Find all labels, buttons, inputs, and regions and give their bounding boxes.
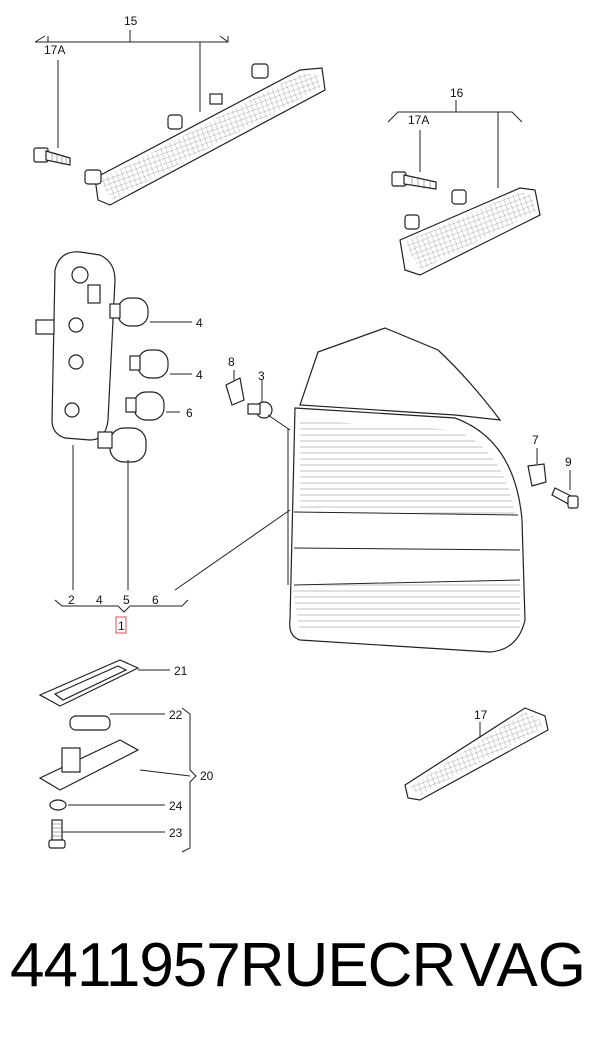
label-16: 16: [450, 86, 464, 100]
label-21: 21: [174, 664, 188, 678]
brand-label: VAG: [459, 931, 586, 1000]
washer-24: [49, 799, 67, 811]
bulbs: [97, 297, 169, 463]
label-22: 22: [169, 708, 183, 722]
label-3: 3: [258, 369, 265, 383]
bracket-16: [387, 111, 523, 123]
bracket-15: [35, 36, 229, 43]
label-4-lower: 4: [196, 368, 203, 382]
bulb-socket-3: [247, 401, 273, 419]
label-6: 6: [186, 406, 193, 420]
bulb-6: [125, 391, 165, 421]
screw-17a-top: [33, 147, 71, 166]
label-7: 7: [532, 433, 539, 447]
reflector-17: [404, 707, 549, 801]
highlight-box-1: [115, 616, 127, 634]
parts-diagram: 15 17A 16 17A 4 4 6 2 4 5 6: [33, 14, 579, 853]
part-number: 4411957RUECR: [10, 931, 456, 1000]
label-20: 20: [200, 769, 214, 783]
label-17a-top: 17A: [44, 43, 65, 57]
screw-17a-right: [391, 171, 437, 190]
clip-7: [527, 463, 547, 487]
side-marker-lamp-16: [399, 187, 541, 276]
bulb-5: [97, 427, 147, 463]
bulb-4-lower: [129, 349, 169, 379]
bracket-20: [181, 707, 197, 853]
label-2: 2: [68, 593, 75, 607]
label-5: 5: [123, 593, 130, 607]
side-marker-lamp-15: [84, 63, 326, 206]
label-24: 24: [169, 799, 183, 813]
label-8: 8: [228, 355, 235, 369]
bulb-4-upper: [109, 297, 149, 327]
label-6-group: 6: [152, 593, 159, 607]
footer: 4411957RUECR VAG: [0, 930, 600, 1010]
label-17: 17: [474, 708, 488, 722]
screw-23: [48, 819, 66, 849]
bracket-1: [54, 599, 189, 613]
label-4-upper: 4: [196, 316, 203, 330]
label-1: 1: [118, 619, 125, 633]
lamp-housing-20: [38, 739, 140, 791]
label-15: 15: [124, 14, 138, 28]
screw-9: [551, 487, 579, 509]
label-4-group: 4: [96, 593, 103, 607]
bulb-carrier-2: [35, 251, 116, 441]
retainer-8: [225, 377, 245, 406]
label-23: 23: [169, 826, 183, 840]
gasket-21: [38, 659, 140, 707]
label-9: 9: [565, 455, 572, 469]
bulb-22: [69, 715, 111, 731]
label-17a-right: 17A: [408, 113, 429, 127]
tail-lamp-housing: [287, 327, 526, 653]
